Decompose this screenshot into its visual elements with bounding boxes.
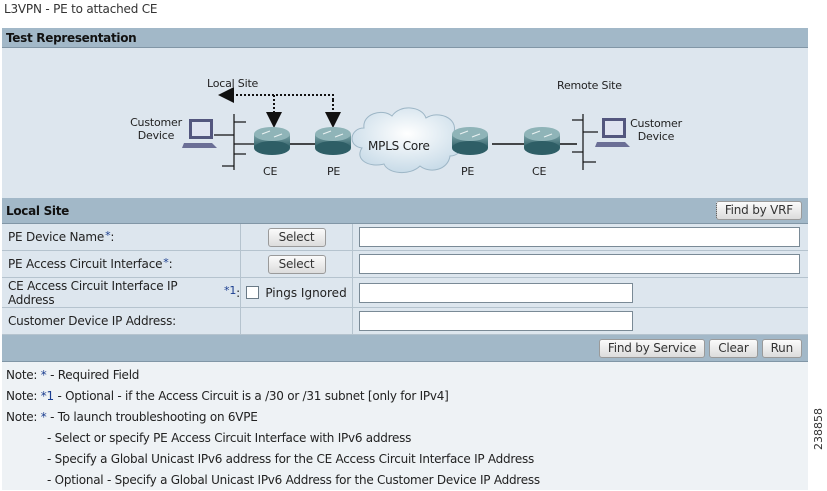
network-diagram: Local Site Remote Site Customer Device C… bbox=[2, 48, 808, 198]
pings-ignored-option[interactable]: Pings Ignored bbox=[246, 285, 347, 300]
sub-note: - Optional - Specify a Global Unicast IP… bbox=[47, 473, 540, 487]
customer-device-ip-label: Customer Device IP Address bbox=[8, 314, 173, 328]
note-marker: *1 bbox=[40, 389, 54, 403]
right-customer-device-icon bbox=[595, 118, 630, 147]
note-prefix: Note: bbox=[6, 368, 41, 382]
left-ce-router-icon bbox=[254, 127, 290, 155]
pe-access-circuit-label: PE Access Circuit Interface bbox=[8, 257, 163, 271]
customer-device-ip-row: Customer Device IP Address: bbox=[2, 308, 808, 335]
pe-device-name-label: PE Device Name bbox=[8, 230, 105, 244]
left-pe-label: PE bbox=[327, 165, 341, 178]
pe-access-circuit-input[interactable] bbox=[359, 254, 800, 274]
right-customer-device-label: Customer Device bbox=[630, 117, 682, 143]
ce-access-ip-input[interactable] bbox=[359, 282, 633, 303]
note-text: - To launch troubleshooting on 6VPE bbox=[46, 410, 258, 424]
right-lan-bus bbox=[572, 114, 598, 170]
pe-device-select-button[interactable]: Select bbox=[267, 227, 326, 247]
find-by-vrf-button[interactable]: Find by VRF bbox=[715, 201, 802, 220]
note-text: - Required Field bbox=[46, 368, 140, 382]
sub-note: - Select or specify PE Access Circuit In… bbox=[47, 431, 412, 445]
note-marker: * bbox=[40, 410, 47, 424]
customer-device-ip-input[interactable] bbox=[359, 311, 633, 331]
local-site-header: Local Site Find by VRF bbox=[2, 198, 808, 224]
ce-access-ip-label: CE Access Circuit Interface IP Address bbox=[8, 278, 178, 307]
topology-graphic bbox=[182, 87, 630, 173]
note-required: Note: * - Required Field bbox=[6, 365, 808, 386]
label-colon: : bbox=[168, 257, 173, 271]
pe-access-circuit-row: PE Access Circuit Interface*: Select bbox=[2, 251, 808, 278]
action-bar: Find by Service Clear Run bbox=[2, 335, 808, 362]
left-customer-device-label: Customer Device bbox=[130, 116, 182, 142]
pings-ignored-label: Pings Ignored bbox=[265, 285, 347, 300]
left-pe-router-icon bbox=[315, 127, 351, 155]
label-colon: : bbox=[236, 285, 240, 300]
left-customer-device-icon bbox=[182, 119, 217, 148]
notes-section: Note: * - Required Field Note: *1 - Opti… bbox=[2, 362, 808, 490]
note-marker: * bbox=[40, 368, 47, 382]
left-lan-bus bbox=[214, 114, 258, 170]
note-prefix: Note: bbox=[6, 389, 41, 403]
test-representation-header: Test Representation bbox=[2, 28, 808, 48]
right-pe-router-icon bbox=[452, 127, 488, 155]
pings-ignored-checkbox[interactable] bbox=[246, 286, 260, 299]
mpls-core-label: MPLS Core bbox=[368, 139, 430, 153]
optional-marker: *1 bbox=[224, 284, 237, 297]
note-text: - Optional - if the Access Circuit is a … bbox=[53, 389, 449, 403]
label-colon: : bbox=[110, 230, 115, 244]
pe-access-circuit-select-button[interactable]: Select bbox=[267, 254, 326, 274]
run-button[interactable]: Run bbox=[761, 338, 802, 358]
page-title: L3VPN - PE to attached CE bbox=[4, 2, 158, 16]
local-site-label: Local Site bbox=[207, 77, 259, 90]
label-colon: : bbox=[172, 314, 176, 328]
note-prefix: Note: bbox=[6, 410, 41, 424]
note-optional: Note: *1 - Optional - if the Access Circ… bbox=[6, 386, 808, 407]
left-ce-label: CE bbox=[263, 165, 278, 178]
right-ce-label: CE bbox=[532, 165, 547, 178]
local-site-title: Local Site bbox=[6, 204, 70, 218]
figure-number: 238858 bbox=[812, 408, 825, 450]
right-ce-router-icon bbox=[524, 127, 560, 155]
clear-button[interactable]: Clear bbox=[709, 338, 758, 358]
local-site-arrows bbox=[218, 87, 341, 128]
pe-device-name-input[interactable] bbox=[359, 227, 800, 247]
required-marker: * bbox=[163, 255, 169, 269]
note-6vpe: Note: * - To launch troubleshooting on 6… bbox=[6, 407, 808, 428]
remote-site-label: Remote Site bbox=[557, 79, 622, 92]
required-marker: * bbox=[105, 228, 111, 242]
find-by-service-button[interactable]: Find by Service bbox=[598, 338, 706, 358]
ce-access-ip-row: CE Access Circuit Interface IP Address *1… bbox=[2, 278, 808, 308]
test-panel: Test Representation bbox=[2, 28, 808, 490]
sub-note: - Specify a Global Unicast IPv6 address … bbox=[47, 452, 534, 466]
pe-device-name-row: PE Device Name*: Select bbox=[2, 224, 808, 251]
right-pe-label: PE bbox=[461, 165, 475, 178]
